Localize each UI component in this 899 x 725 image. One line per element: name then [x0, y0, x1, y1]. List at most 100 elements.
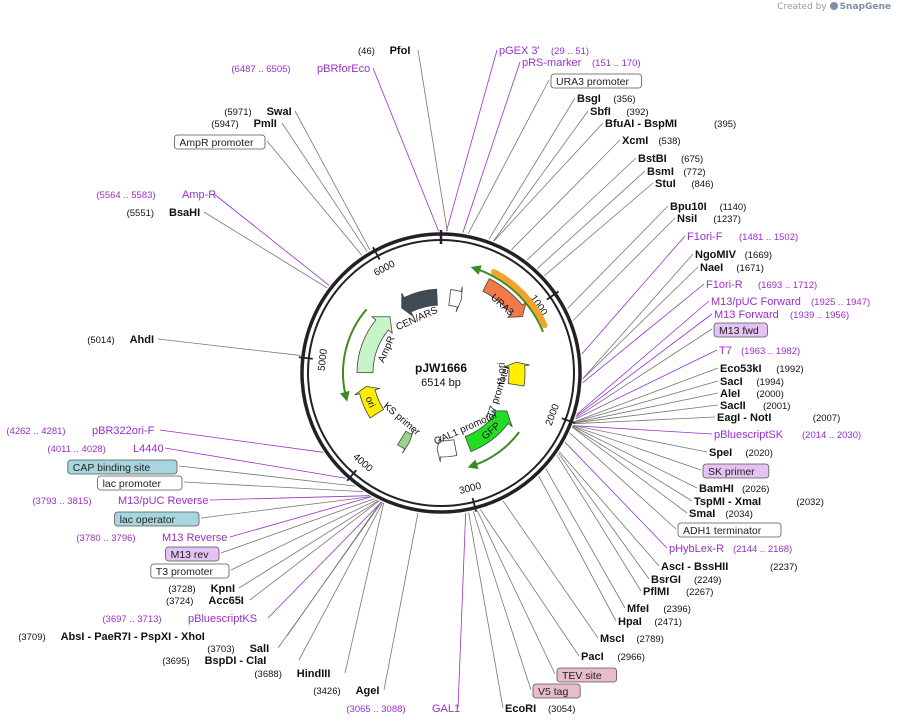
- watermark-brand: SnapGene: [839, 2, 891, 12]
- position-text: (2471): [654, 617, 681, 628]
- site-labels: (46) PfoI (29 .. 51) pGEX 3' (151 .. 170) pRS…: [6, 45, 870, 715]
- enzyme-label-swai: (5971)SwaI: [224, 106, 291, 118]
- name-text: SalI: [250, 643, 270, 655]
- enzyme-label-stui: (846)StuI: [655, 178, 714, 190]
- strand-arrow: [470, 265, 544, 333]
- position-text: (3728): [168, 584, 195, 595]
- name-text: AleI: [720, 388, 740, 400]
- leader-line: [545, 468, 626, 609]
- name-text: pBR322ori-F: [92, 425, 155, 437]
- feature-box-bg: [556, 667, 617, 683]
- leader-line: [572, 426, 693, 502]
- tick-mark: [546, 290, 560, 301]
- feature-box-bg: [97, 475, 183, 491]
- leader-line: [567, 205, 669, 309]
- strand-arrow: [339, 308, 368, 402]
- strand-arrow: [467, 431, 520, 470]
- position-text: (3724): [166, 596, 193, 607]
- leader-line: [249, 500, 380, 601]
- position-text: (4262 .. 4281): [6, 426, 65, 437]
- name-text: AscI - BssHII: [661, 561, 728, 573]
- feature-ura3: [482, 278, 527, 318]
- feature-box-lac-promoter: lac promoter: [97, 475, 183, 491]
- leader-line: [457, 512, 467, 709]
- primer-label-gal1: (3065 .. 3088)GAL1: [346, 703, 460, 715]
- primer-label-pgex-3: (29 .. 51) pGEX 3': [499, 45, 589, 57]
- feature-box-lac-operator: lac operator: [114, 511, 200, 527]
- feature-box-text: ADH1 terminator: [683, 525, 762, 537]
- position-text: (2032): [796, 497, 823, 508]
- watermark-prefix: Created by: [777, 2, 827, 12]
- leader-line: [573, 416, 716, 425]
- position-text: (3703): [207, 644, 234, 655]
- name-text: pRS-marker: [522, 57, 582, 69]
- position-text: (151 .. 170): [592, 58, 641, 69]
- feature-f1-ori: [503, 361, 530, 387]
- position-text: (1925 .. 1947): [811, 297, 870, 308]
- enzyme-label-tspmi-xmai: (2032)TspMI - XmaI: [694, 496, 824, 508]
- enzyme-label-asci-bsshii: (2237)AscI - BssHII: [661, 561, 797, 573]
- primer-label-prs-marker: (151 .. 170) pRS-marker: [522, 57, 641, 69]
- name-text: BsrGI: [651, 574, 681, 586]
- name-text: EagI - NotI: [717, 412, 771, 424]
- position-text: (29 .. 51): [551, 46, 589, 57]
- position-text: (3695): [162, 656, 189, 667]
- enzyme-label-bsmi: (772)BsmI: [647, 166, 706, 178]
- name-text: AbsI - PaeR7I - PspXI - XhoI: [61, 631, 205, 643]
- name-text: StuI: [655, 178, 676, 190]
- name-text: SacI: [720, 376, 743, 388]
- feature-ampr: [356, 316, 393, 374]
- leader-line: [476, 510, 556, 675]
- position-text: (2267): [686, 587, 713, 598]
- leader-line: [572, 217, 676, 321]
- feature-box-bg: [702, 463, 770, 479]
- leader-line: [526, 157, 637, 261]
- feature-box-bg: [173, 134, 266, 150]
- enzyme-label-acc65i: (3724)Acc65I: [166, 595, 244, 607]
- leader-line: [266, 140, 363, 256]
- name-text: SmaI: [689, 508, 715, 520]
- tick-mark: [346, 469, 357, 482]
- name-text: M13/pUC Reverse: [118, 495, 208, 507]
- name-text: HindIII: [297, 668, 331, 680]
- feature-cen-ars: [401, 288, 438, 317]
- leader-line: [472, 511, 532, 691]
- name-text: AgeI: [356, 685, 380, 697]
- primer-label-pbr322ori-f: (4262 .. 4281) pBR322ori-F: [6, 425, 154, 437]
- leader-line: [575, 349, 718, 420]
- position-text: (1963 .. 1982): [741, 346, 800, 357]
- leader-line: [493, 122, 604, 242]
- feature-box-text: M13 rev: [171, 549, 210, 561]
- position-text: (2144 .. 2168): [733, 544, 792, 555]
- name-text: BstBI: [638, 153, 667, 165]
- primer-label-pbluescriptks: (3697 .. 3713)pBluescriptKS: [102, 613, 257, 625]
- enzyme-label-eco53ki: (1992)Eco53kI: [720, 363, 804, 375]
- position-text: (46): [358, 46, 375, 57]
- name-text: HpaI: [618, 616, 642, 628]
- enzyme-label-bsgi: (356)BsgI: [577, 93, 636, 105]
- leader-line: [294, 110, 371, 251]
- leader-line: [572, 425, 698, 489]
- position-text: (5551): [127, 208, 154, 219]
- primer-label-pbluescriptsk: (2014 .. 2030)pBluescriptSK: [714, 429, 861, 441]
- position-text: (2034): [725, 509, 752, 520]
- name-text: M13 Forward: [714, 309, 779, 321]
- feature-outer-band: [490, 269, 548, 329]
- enzyme-label-ecori: (3054)EcoRI: [505, 703, 575, 715]
- leader-line: [574, 380, 719, 423]
- name-text: PfoI: [390, 45, 411, 57]
- name-text: KpnI: [211, 583, 235, 595]
- name-text: pBluescriptKS: [188, 613, 257, 625]
- enzyme-label-pmli: (5947)PmlI: [211, 118, 277, 130]
- feature-box-ura3-promoter: URA3 promoter: [550, 73, 642, 89]
- position-text: (2249): [694, 575, 721, 586]
- leader-line: [538, 475, 617, 622]
- position-text: (2789): [636, 634, 663, 645]
- name-text: Eco53kI: [720, 363, 762, 375]
- name-text: pGEX 3': [499, 45, 540, 57]
- name-text: PmlI: [254, 118, 277, 130]
- name-text: AhdI: [130, 334, 154, 346]
- name-text: SpeI: [709, 447, 732, 459]
- name-text: XcmI: [622, 135, 648, 147]
- enzyme-label-ngomiv: (1669)NgoMIV: [695, 249, 772, 261]
